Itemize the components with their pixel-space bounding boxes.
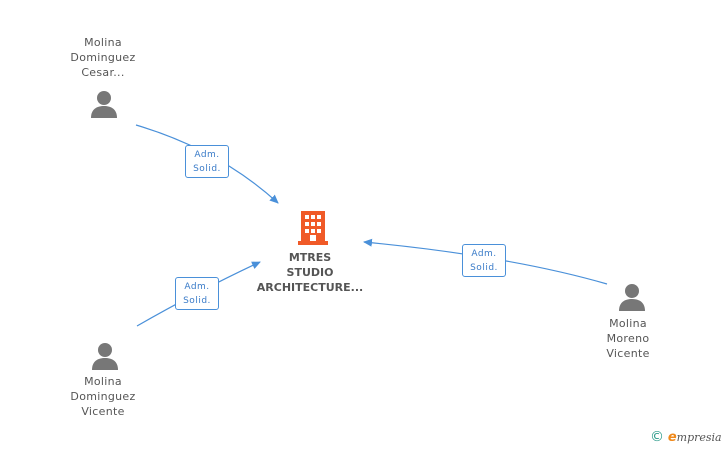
person-name-line: Molina: [84, 36, 122, 49]
person-name-line: Moreno: [606, 332, 650, 345]
relation-label-line: Solid.: [470, 263, 498, 273]
brand-logo-text: mpresia: [676, 431, 722, 444]
person-name-line: Vicente: [606, 347, 650, 360]
person-name-line: Molina: [84, 375, 122, 388]
relation-label-line: Adm.: [471, 249, 497, 259]
person-name-line: Molina: [609, 317, 647, 330]
person-name-line: Vicente: [81, 405, 125, 418]
person-name-cesar[interactable]: Molina Dominguez Cesar...: [48, 35, 158, 80]
company-building-icon[interactable]: [296, 211, 330, 245]
company-name[interactable]: MTRES STUDIO ARCHITECTURE...: [240, 250, 380, 295]
person-icon[interactable]: [617, 282, 647, 312]
relation-label-line: Solid.: [183, 296, 211, 306]
person-icon[interactable]: [90, 341, 120, 371]
brand-logo-initial: e: [667, 430, 677, 445]
person-name-moreno-vicente[interactable]: Molina Moreno Vicente: [573, 316, 683, 361]
relation-badge[interactable]: Adm. Solid.: [185, 145, 229, 178]
person-name-line: Cesar...: [81, 66, 125, 79]
company-name-line: STUDIO: [286, 266, 334, 279]
relation-badge[interactable]: Adm. Solid.: [175, 277, 219, 310]
relation-badge[interactable]: Adm. Solid.: [462, 244, 506, 277]
copyright-icon: ©: [650, 429, 664, 445]
company-name-line: ARCHITECTURE...: [256, 281, 364, 294]
person-name-dominguez-vicente[interactable]: Molina Dominguez Vicente: [48, 374, 158, 419]
relation-label-line: Adm.: [194, 150, 220, 160]
brand-footer: © empresia: [650, 429, 722, 445]
company-name-line: MTRES: [288, 251, 332, 264]
person-name-line: Dominguez: [70, 51, 136, 64]
relation-label-line: Adm.: [184, 282, 210, 292]
person-icon[interactable]: [89, 89, 119, 119]
relation-label-line: Solid.: [193, 164, 221, 174]
person-name-line: Dominguez: [70, 390, 136, 403]
